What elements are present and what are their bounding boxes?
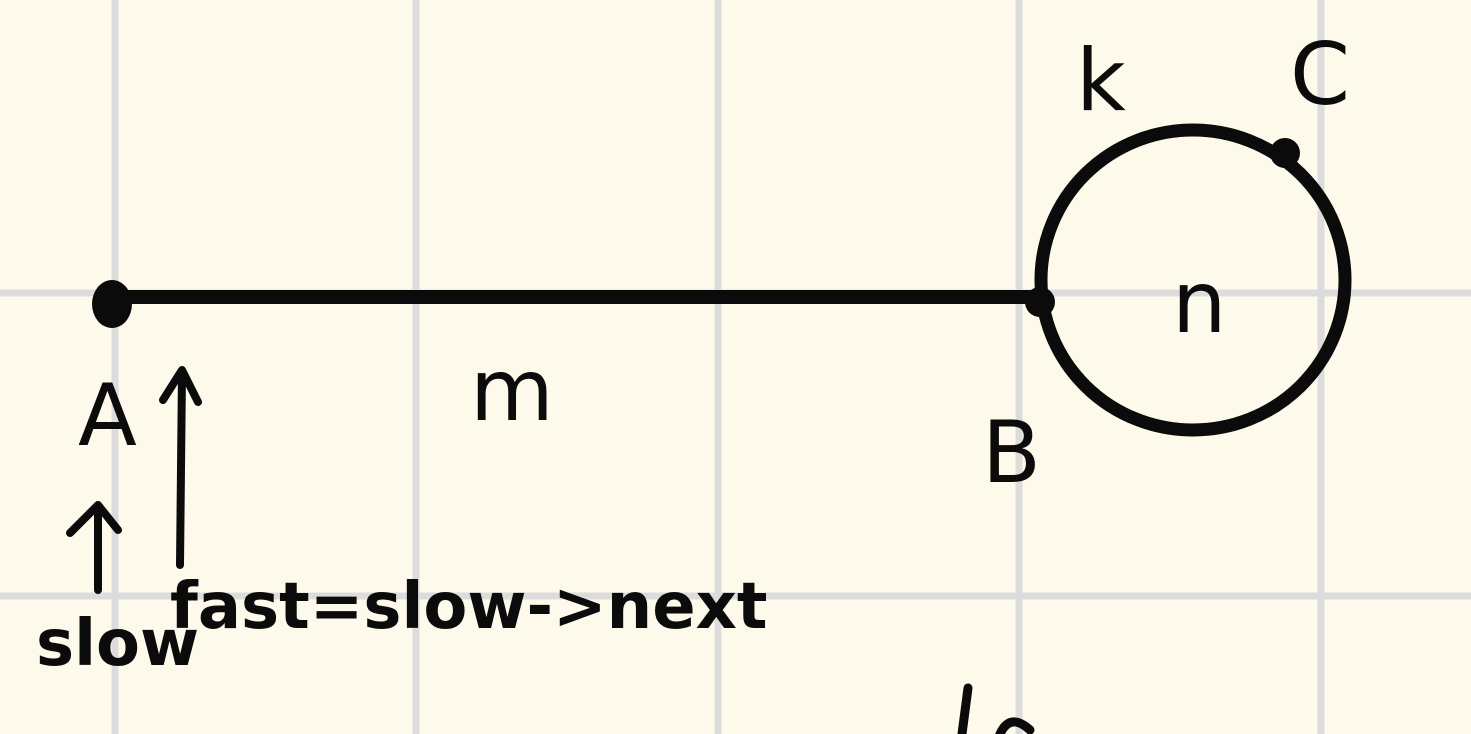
label-cycle-n: n [1172,253,1227,353]
slow-arrow [66,501,122,594]
cutoff-stroke [957,683,1035,734]
point-c-dot [1270,138,1300,168]
point-a-dot [92,280,132,328]
label-point-a: A [78,366,137,466]
fast-arrow [159,366,202,569]
label-point-b: B [982,403,1041,503]
label-slow-pointer: slow [36,607,199,681]
cycle-circle [1034,123,1352,437]
label-point-c: C [1290,25,1350,125]
point-b-dot [1025,287,1055,317]
label-segment-m: m [470,341,554,441]
label-fast-pointer: fast=slow->next [170,570,768,644]
label-point-k: k [1076,31,1126,131]
